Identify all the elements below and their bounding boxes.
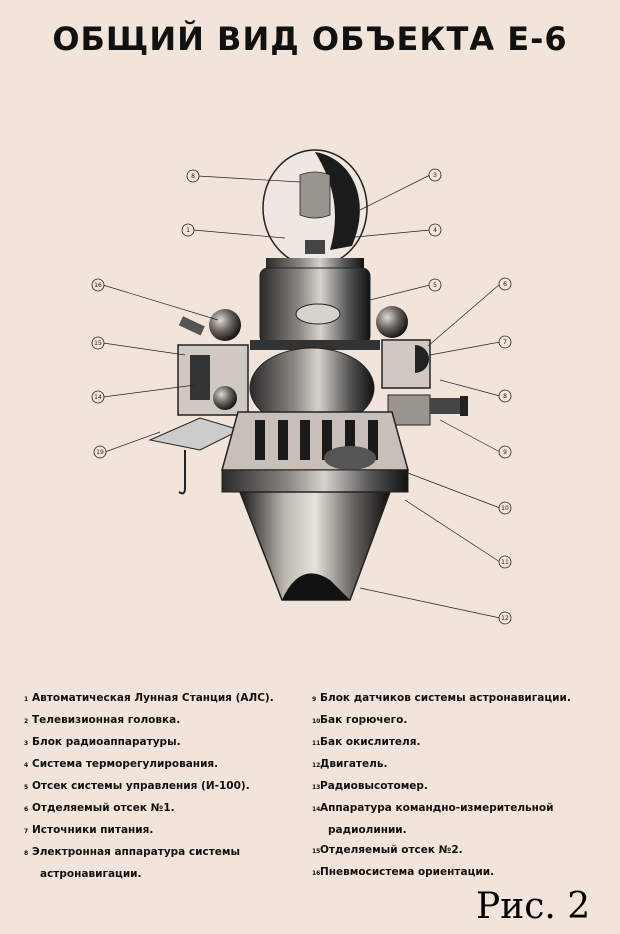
callout-circle	[498, 611, 512, 625]
callout-circle	[498, 335, 512, 349]
callout-circle	[428, 168, 442, 182]
side-equipment-right	[381, 339, 468, 426]
lunar-station-capsule	[262, 149, 368, 267]
callout-circle	[93, 445, 107, 459]
control-compartment	[250, 258, 380, 350]
gas-bottle-right	[376, 306, 408, 338]
callout-number: 1	[186, 227, 190, 234]
callout-number: 14	[94, 394, 102, 401]
spacecraft-diagram: 8 1 16 15 14 19 3 4 5 6 7 8 9 10 11 12	[91, 149, 512, 625]
callout-number: 9	[503, 449, 507, 456]
callout-circle	[498, 555, 512, 569]
figure-label: Рис. 2	[476, 886, 591, 927]
callout-number: 19	[96, 449, 104, 456]
callout-circle	[181, 223, 195, 237]
callout-number: 3	[433, 172, 437, 179]
callout-number: 15	[94, 340, 102, 347]
gas-bottle-left	[209, 309, 241, 341]
callout-circle	[428, 278, 442, 292]
callout-number: 4	[433, 227, 437, 234]
callout-circle	[498, 445, 512, 459]
callout-number: 11	[501, 559, 509, 566]
callout-number: 5	[433, 282, 437, 289]
callout-circle	[498, 389, 512, 403]
engine-frame	[221, 411, 409, 471]
legend-item: астронавигации.	[40, 868, 142, 880]
separable-ring	[221, 469, 409, 493]
callout-number: 12	[501, 615, 509, 622]
legend-item: радиолинии.	[328, 824, 407, 836]
callout-circle	[498, 501, 512, 515]
callout-number: 8	[191, 173, 195, 180]
callout-number: 6	[503, 281, 507, 288]
engine-skirt	[238, 491, 392, 601]
callout-number: 8	[503, 393, 507, 400]
callout-number: 7	[503, 339, 507, 346]
callout-circle	[91, 390, 105, 404]
callout-circle	[428, 223, 442, 237]
callout-number: 10	[501, 505, 509, 512]
callout-number: 16	[94, 282, 102, 289]
callout-circle	[186, 169, 200, 183]
side-equipment-left	[148, 316, 249, 495]
callout-circle	[91, 278, 105, 292]
callout-circle	[498, 277, 512, 291]
page-title: ОБЩИЙ ВИД ОБЪЕКТА Е-6	[52, 20, 568, 58]
callout-circle	[91, 336, 105, 350]
